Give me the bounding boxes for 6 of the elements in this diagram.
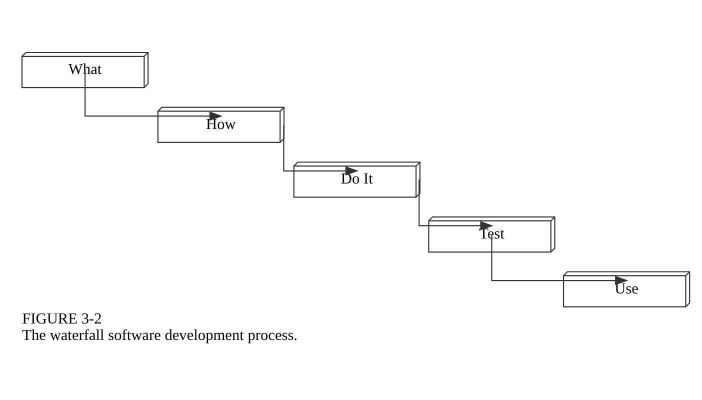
arrow — [490, 234, 628, 285]
arrow — [282, 124, 358, 176]
arrow — [84, 70, 222, 120]
diagram-title: FIGURE 3-2 — [22, 310, 102, 327]
caption: The waterfall software development process. — [22, 326, 298, 344]
arrow — [418, 179, 493, 230]
